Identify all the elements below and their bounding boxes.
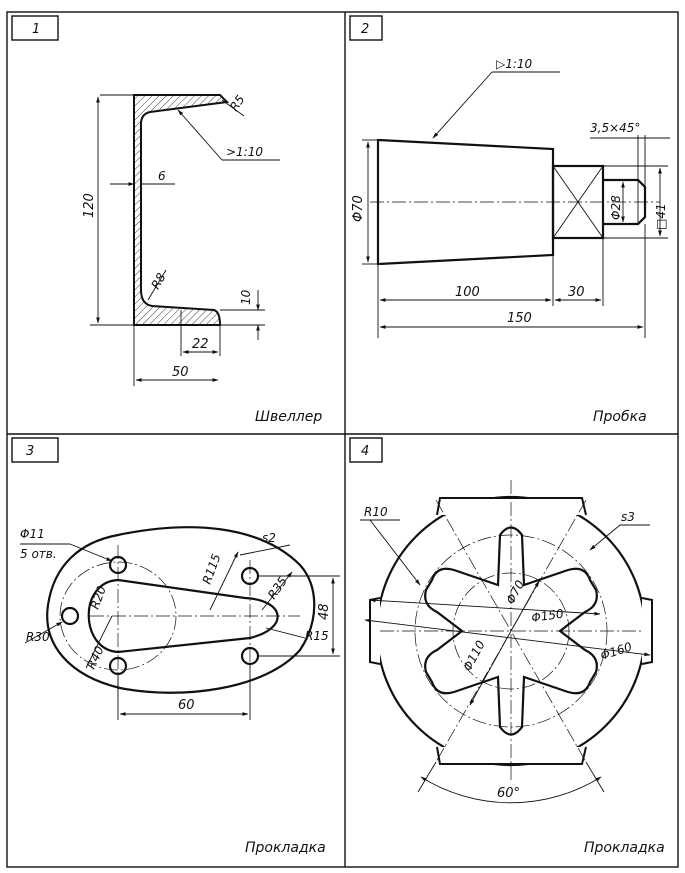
dim-d150: Φ150	[530, 607, 564, 625]
thickness: s3	[621, 510, 635, 524]
panel-title: Пробка	[593, 409, 647, 425]
gasket-outer	[46, 526, 316, 694]
panel-number: 3	[26, 444, 34, 459]
panel-title: Прокладка	[245, 840, 326, 856]
panel-number-box	[11, 437, 59, 463]
dim-thickness: 6	[158, 169, 166, 183]
panel-number: 2	[361, 22, 369, 37]
panel-2: 2 ▷1:10 3,5×45° Φ70 Φ28 □41	[349, 15, 670, 425]
dim-len-total: 150	[507, 311, 532, 326]
thickness: s2	[262, 531, 276, 545]
dim-l60: 60	[178, 698, 195, 713]
panel-title: Прокладка	[584, 840, 665, 856]
dim-flange-t: 10	[239, 289, 253, 305]
dim-r20: R20	[88, 584, 109, 611]
panel-number-box	[11, 15, 59, 41]
dim-len-square: 30	[568, 285, 585, 300]
dim-r10: R10	[364, 505, 388, 519]
dim-r35: R35	[265, 574, 290, 601]
plug-cylinder	[603, 178, 647, 226]
dim-square: □41	[654, 203, 668, 230]
dim-flange-part: 22	[192, 337, 209, 352]
dim-h48: 48	[317, 603, 332, 620]
dim-height: 120	[82, 193, 97, 218]
dim-r5: R5	[227, 93, 248, 114]
sheet-frame	[6, 11, 679, 868]
panel-1: 1 120 6 R5 >1:10 R8 10 22 50	[11, 15, 322, 425]
channel-section	[133, 94, 230, 326]
panel-number: 1	[32, 22, 40, 37]
dim-diam-big: Φ70	[351, 195, 366, 222]
dim-chamfer: 3,5×45°	[590, 121, 640, 135]
holes-n: 5 отв.	[20, 547, 57, 561]
panel-number: 4	[361, 444, 369, 459]
panel-title: Швеллер	[255, 409, 322, 425]
hole	[108, 555, 128, 575]
dim-d160: Φ160	[599, 639, 634, 662]
dim-d110: Φ110	[460, 638, 488, 673]
hole	[60, 606, 80, 626]
dim-width: 50	[172, 365, 189, 380]
dim-r8: R8	[148, 270, 168, 291]
dim-r15: R15	[305, 629, 329, 643]
dim-r30: R30	[26, 630, 50, 644]
panel-number-box	[349, 15, 383, 41]
dim-taper: ▷1:10	[496, 57, 533, 71]
dim-angle: 60°	[497, 786, 520, 801]
dim-r115: R115	[200, 552, 224, 586]
holes-d: Φ11	[20, 527, 45, 541]
plug-square	[551, 164, 605, 240]
dim-diam-small: Φ28	[609, 195, 623, 220]
panel-3: 3 Φ11 5 отв. s2 R115 R35 R20 R30 R40 R15	[11, 437, 340, 856]
dim-taper: >1:10	[226, 145, 263, 159]
panel-number-box	[349, 437, 383, 463]
dim-len-cone: 100	[455, 285, 480, 300]
panel-4: 4 R10 s3 Φ70 Φ150 Φ110 Φ160	[349, 437, 665, 856]
